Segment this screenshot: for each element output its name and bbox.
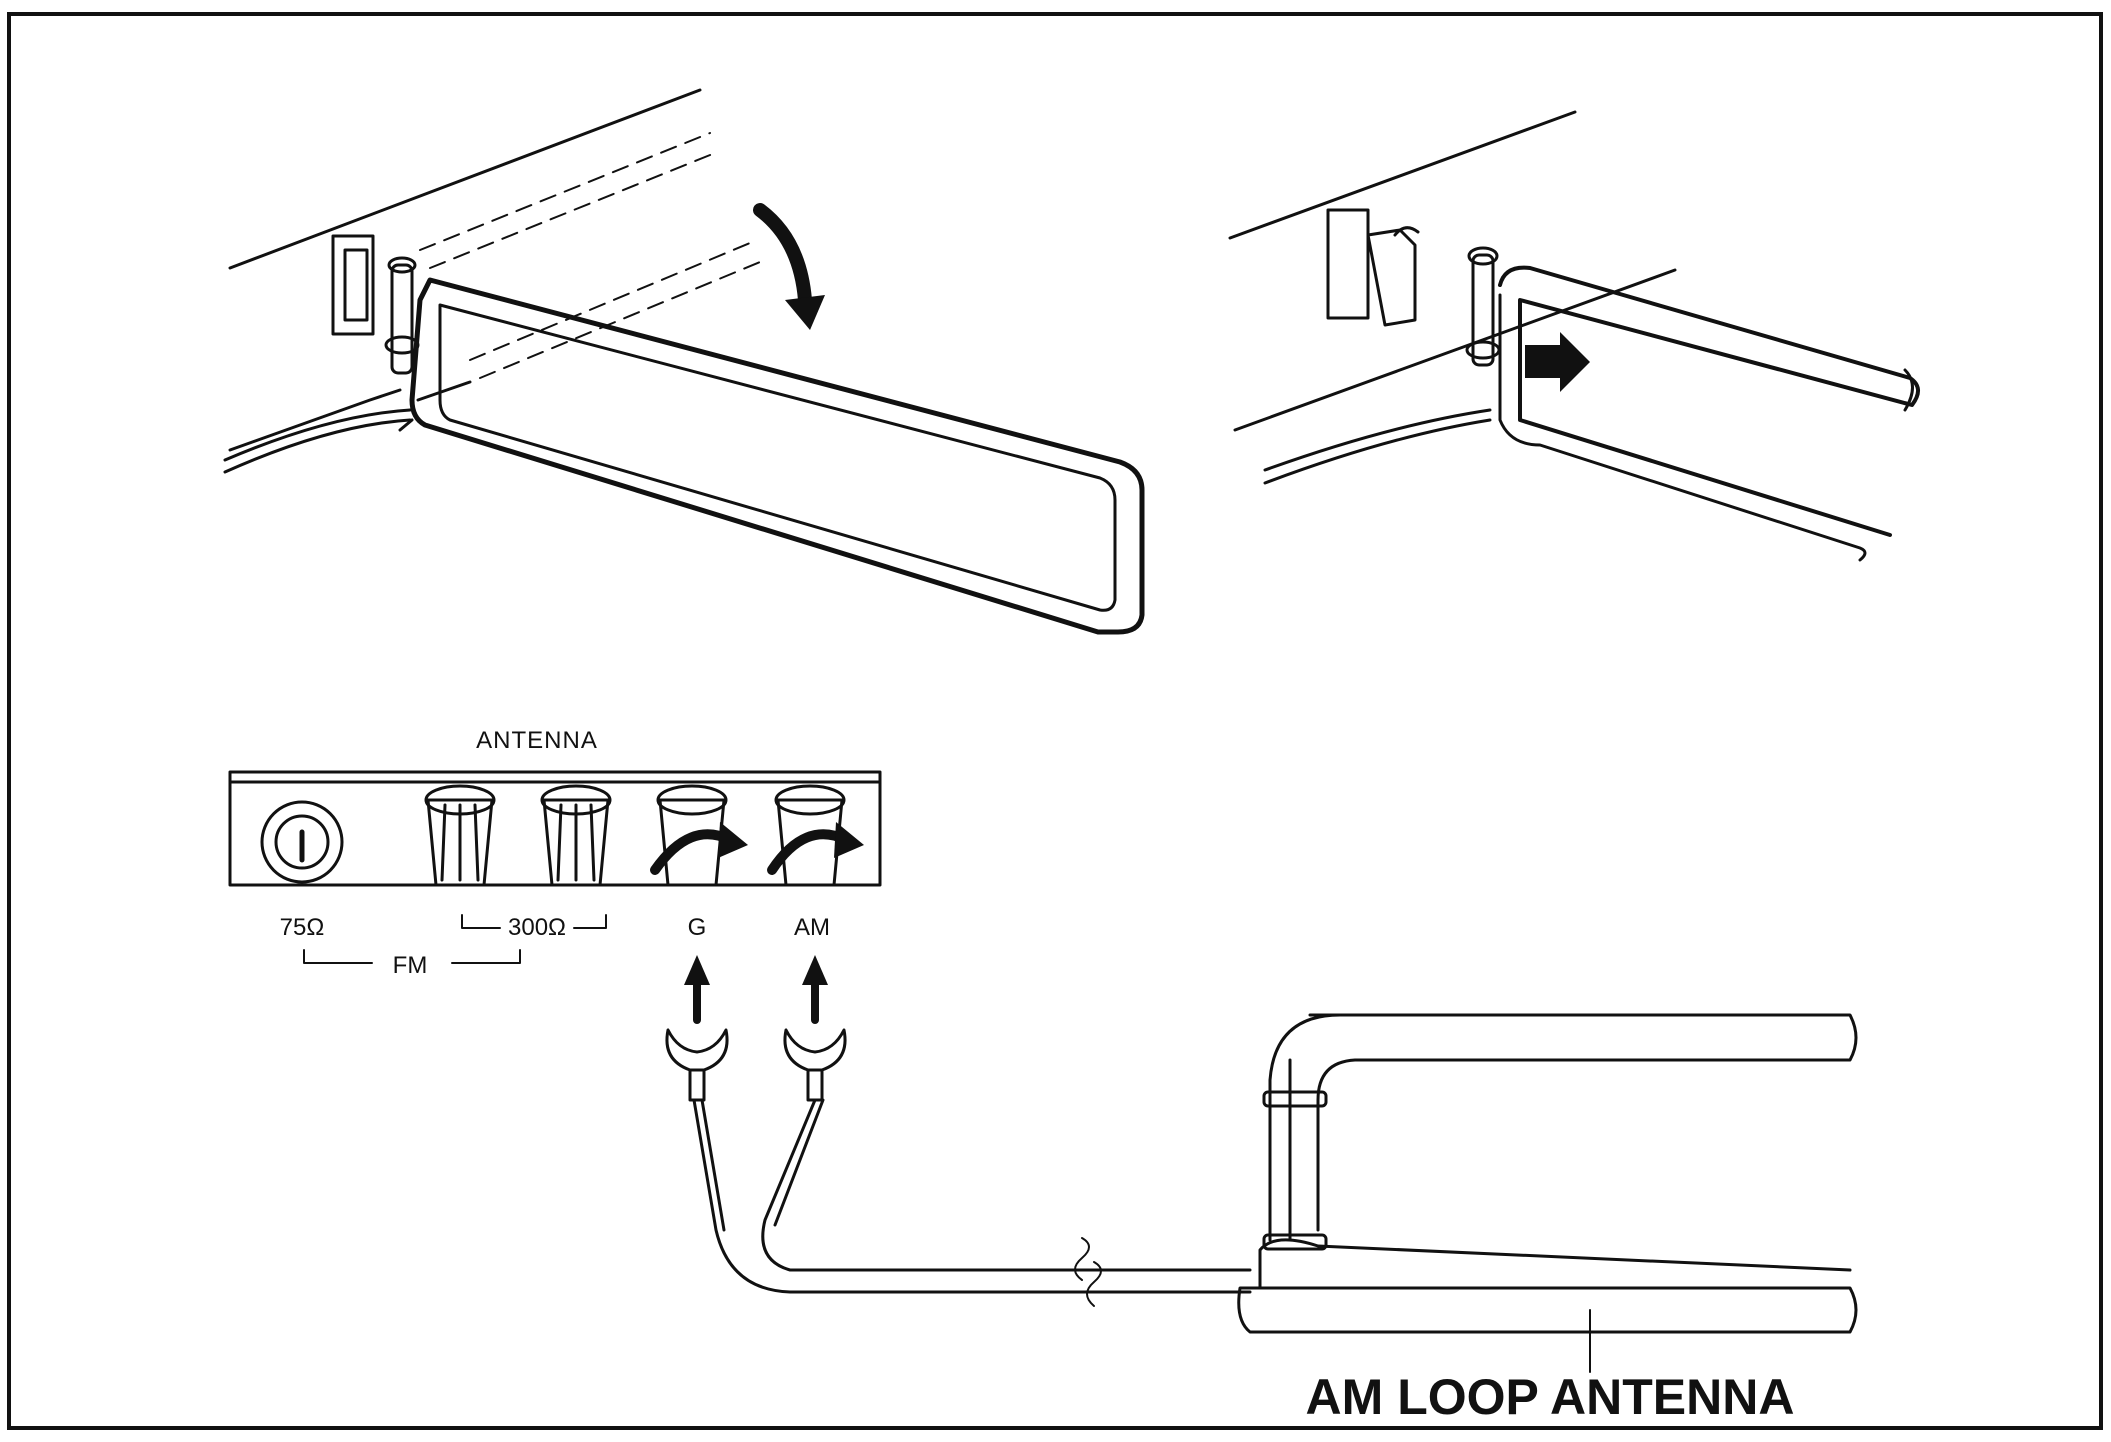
am-loop-antenna xyxy=(1237,1013,1858,1373)
terminal-label-am: AM xyxy=(794,914,830,941)
screw-terminal-icon xyxy=(650,784,748,887)
lead-in-wires xyxy=(665,955,1252,1307)
screw-terminal-icon xyxy=(540,784,612,887)
screw-terminal-icon xyxy=(424,784,496,887)
terminal-label-75: 75Ω xyxy=(280,914,325,941)
75-ohm-coax-socket-icon xyxy=(260,800,344,884)
loop-antenna-fold-illustration xyxy=(223,88,1145,635)
screw-terminal-icon xyxy=(767,784,864,887)
terminal-label-300: 300Ω xyxy=(508,914,566,941)
fm-group-label: FM xyxy=(393,952,428,979)
diagram-frame xyxy=(7,12,2103,1430)
antenna-name-label: AM LOOP ANTENNA xyxy=(1306,1369,1795,1425)
clip-release-detail xyxy=(1228,110,1920,562)
terminal-label-g: G xyxy=(688,914,707,941)
panel-label: ANTENNA xyxy=(476,727,598,754)
antenna-terminal-panel: ANTENNA xyxy=(228,727,882,979)
